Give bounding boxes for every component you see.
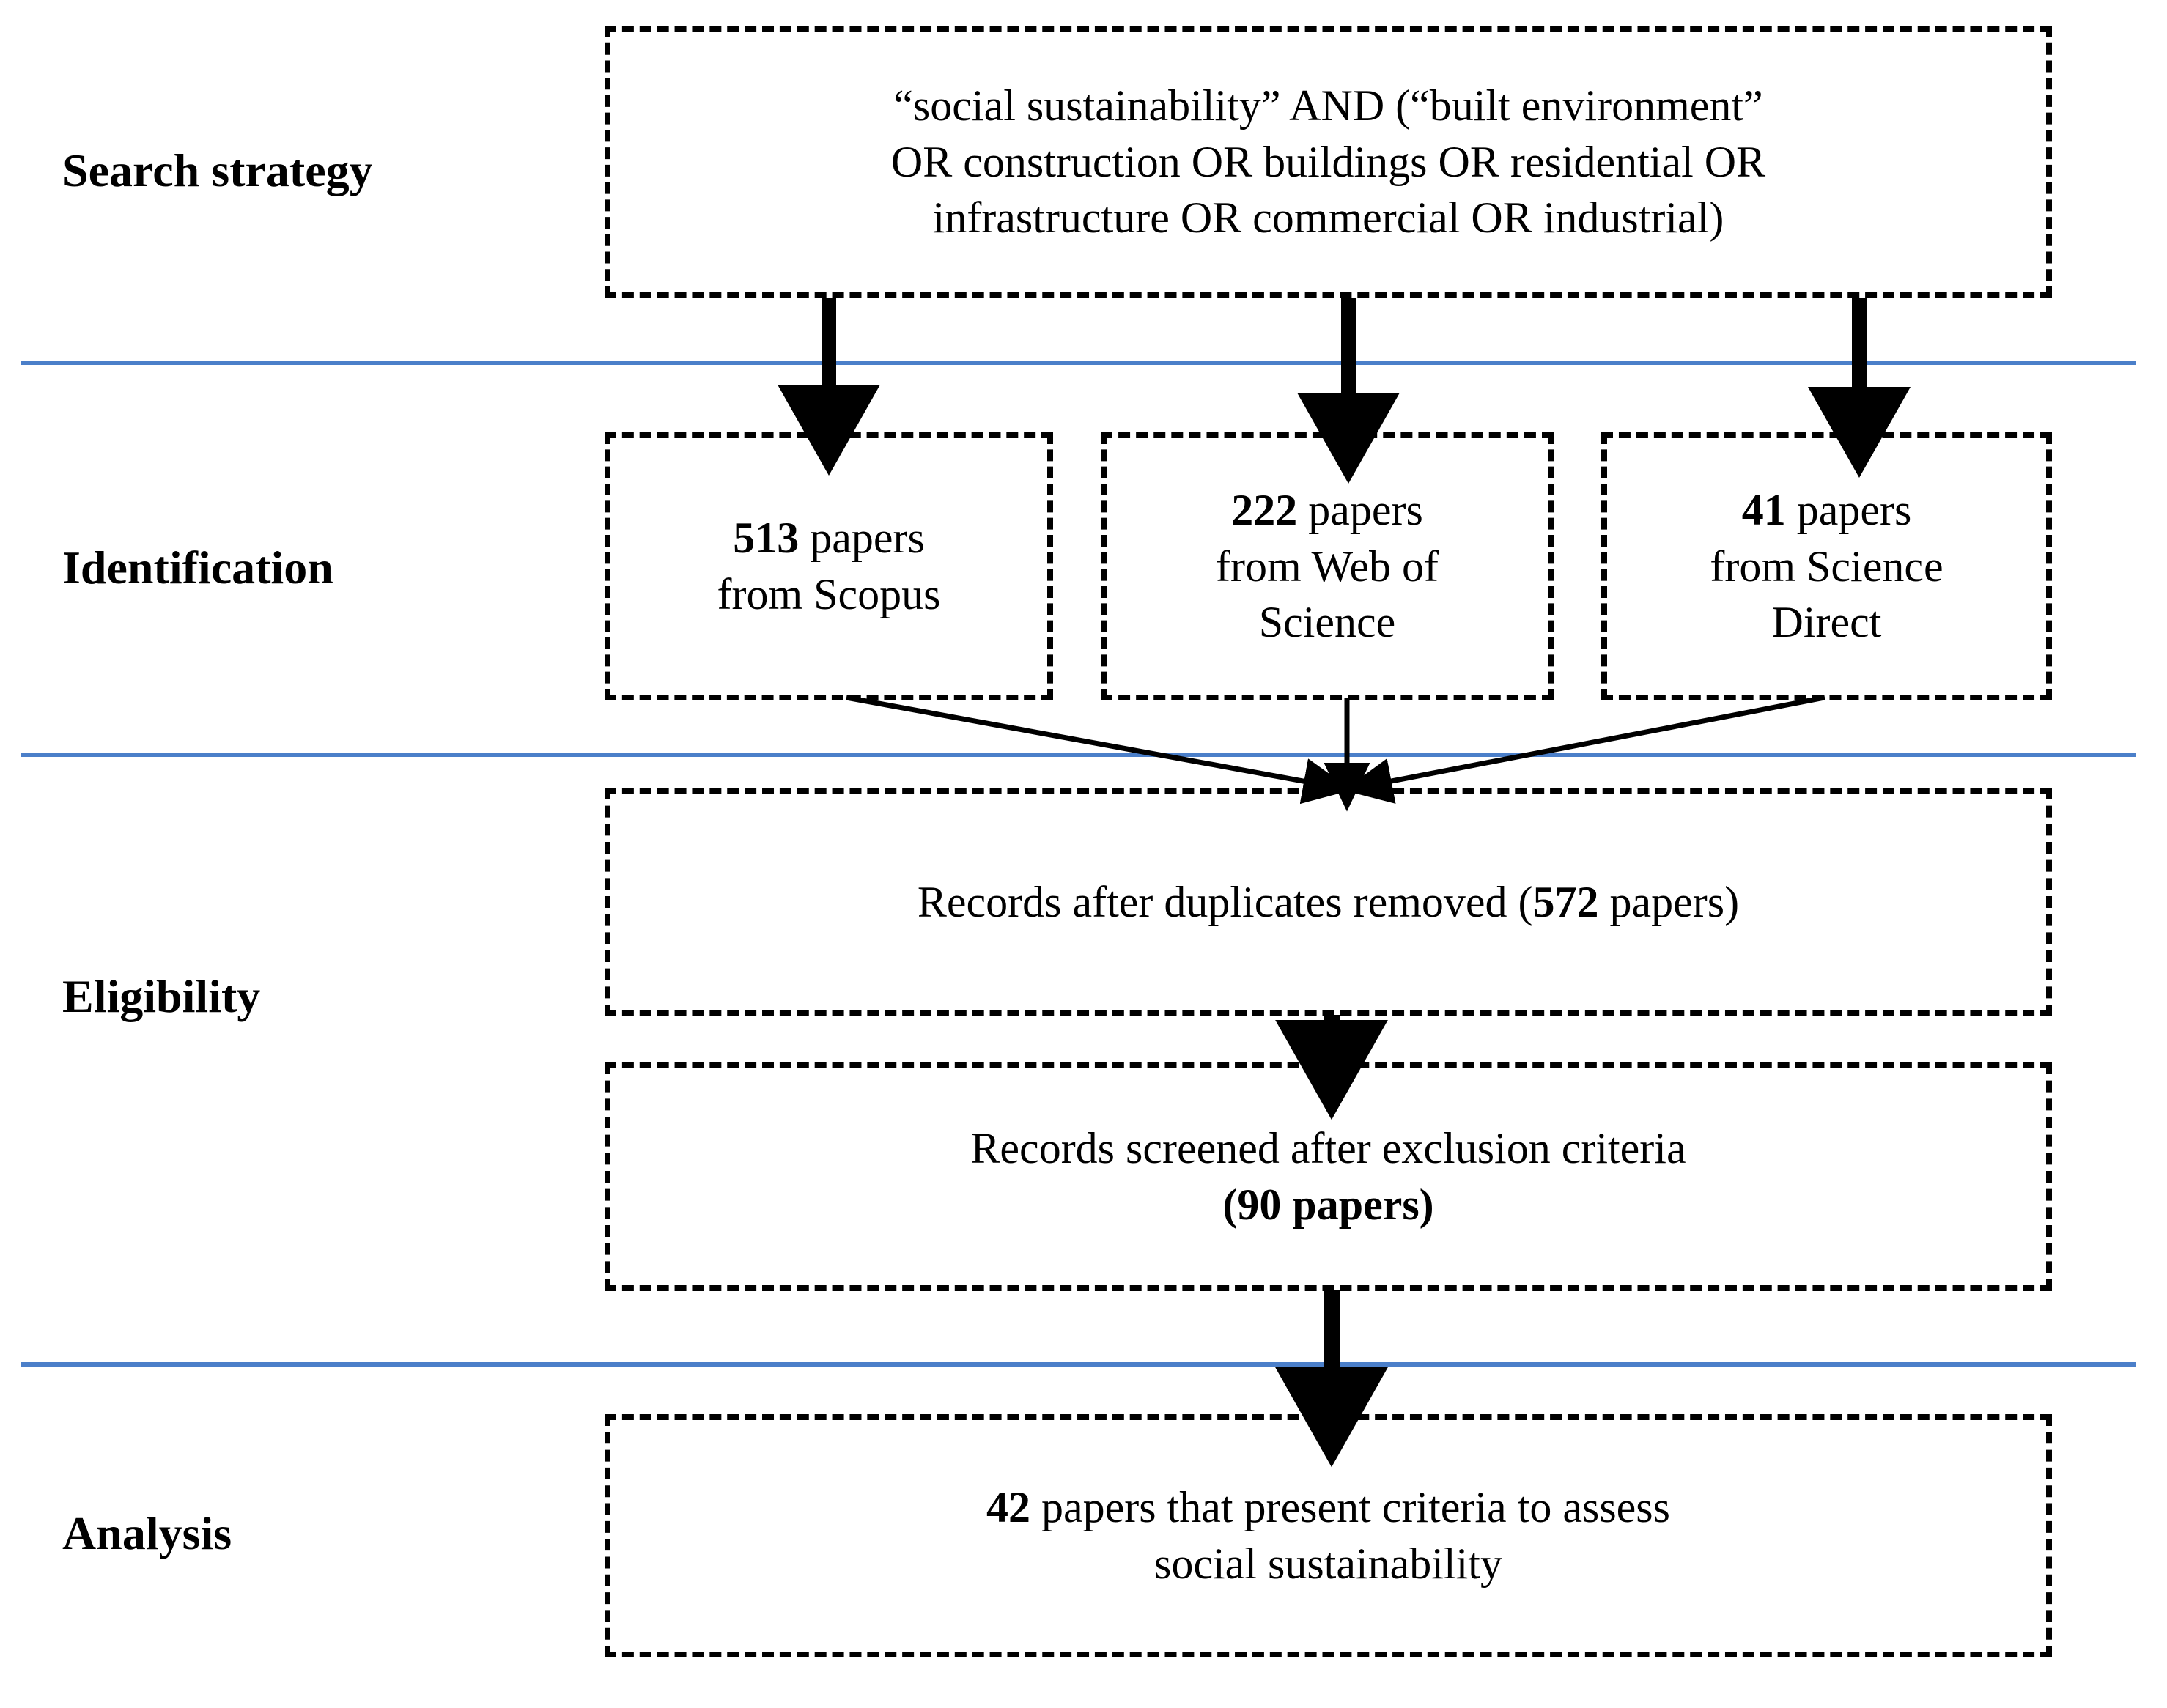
science-direct-unit: papers — [1796, 485, 1912, 534]
duplicates-count: 572 — [1532, 877, 1599, 926]
duplicates-removed-box: Records after duplicates removed (572 pa… — [605, 788, 2052, 1016]
stage-label-analysis: Analysis — [62, 1507, 232, 1559]
analysis-result-box: 42 papers that present criteria to asses… — [605, 1414, 2052, 1657]
wos-source-line-1: from Web of — [1216, 541, 1439, 591]
scopus-unit: papers — [810, 514, 925, 563]
scopus-source: from Scopus — [717, 570, 941, 618]
wos-source-line-2: Science — [1258, 598, 1396, 647]
stage-divider-2 — [21, 753, 2136, 757]
screened-line-2: (90 papers) — [1222, 1180, 1434, 1229]
science-direct-source-line-1: from Science — [1710, 541, 1943, 591]
analysis-count: 42 — [986, 1483, 1030, 1532]
science-direct-source-line-2: Direct — [1771, 598, 1882, 647]
connector-science-direct-to-duplicates — [1343, 695, 1825, 804]
web-of-science-source-box: 222 papers from Web of Science — [1101, 432, 1554, 700]
analysis-line-2: social sustainability — [1154, 1539, 1502, 1588]
stage-divider-3 — [21, 1362, 2136, 1367]
records-screened-box: Records screened after exclusion criteri… — [605, 1062, 2052, 1291]
search-query-line-1: “social sustainability” AND (“built envi… — [893, 81, 1763, 130]
duplicates-suffix: papers) — [1598, 877, 1740, 926]
wos-count: 222 — [1231, 485, 1298, 534]
search-query-box: “social sustainability” AND (“built envi… — [605, 26, 2052, 298]
science-direct-count: 41 — [1741, 485, 1786, 534]
stage-divider-1 — [21, 361, 2136, 365]
duplicates-prefix: Records after duplicates removed ( — [917, 877, 1533, 926]
wos-unit: papers — [1308, 485, 1423, 534]
science-direct-source-box: 41 papers from Science Direct — [1601, 432, 2052, 700]
analysis-line-1-rest: papers that present criteria to assess — [1030, 1483, 1671, 1532]
screened-line-1: Records screened after exclusion criteri… — [970, 1124, 1686, 1173]
connector-scopus-to-duplicates — [846, 695, 1352, 805]
stage-label-search-strategy: Search strategy — [62, 144, 373, 196]
search-query-line-2: OR construction OR buildings OR resident… — [890, 137, 1766, 186]
scopus-source-box: 513 papers from Scopus — [605, 432, 1053, 700]
scopus-count: 513 — [733, 514, 800, 563]
stage-label-identification: Identification — [62, 541, 333, 594]
stage-label-eligibility: Eligibility — [62, 970, 261, 1022]
search-query-line-3: infrastructure OR commercial OR industri… — [932, 193, 1724, 243]
